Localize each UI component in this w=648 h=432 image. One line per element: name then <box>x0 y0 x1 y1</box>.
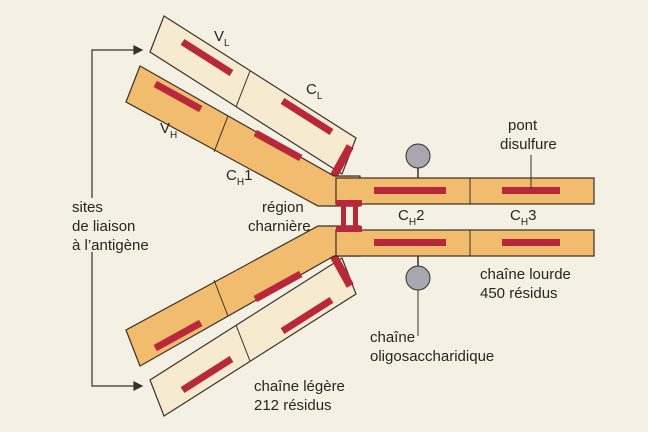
lower-oligosaccharide <box>405 265 431 291</box>
label-disulfide-bridge: pont disulfure <box>500 117 557 153</box>
label-ch1: CH1 <box>226 167 252 188</box>
lower-light-constant-bond <box>280 297 334 334</box>
label-vl: VL <box>214 28 230 49</box>
fc-stem <box>335 143 595 336</box>
lower-heavy-variable-bond <box>153 319 203 352</box>
upper-heavy-variable-bond <box>153 80 203 113</box>
lower-ch2-bond <box>374 239 446 246</box>
label-hinge-region: région charnière <box>248 199 311 235</box>
label-cl: CL <box>306 81 323 102</box>
label-ch3: CH3 <box>510 207 536 228</box>
label-light-chain: chaîne légère 212 résidus <box>254 378 349 414</box>
label-heavy-chain: chaîne lourde 450 résidus <box>480 266 575 302</box>
lower-interchain-bond <box>330 254 354 288</box>
lower-arm <box>125 225 361 417</box>
upper-oligosaccharide <box>405 143 431 169</box>
upper-interchain-bond <box>330 144 354 178</box>
label-binding-sites: sites de liaison à l’antigène <box>72 199 149 254</box>
label-vh: VH <box>160 120 177 141</box>
upper-light-constant-bond <box>280 98 334 135</box>
lower-heavy-ch1-bond <box>253 270 303 303</box>
label-oligosaccharide-chain: chaîne oligosaccharidique <box>370 329 494 365</box>
label-ch2: CH2 <box>398 207 424 228</box>
lower-light-variable-bond <box>180 356 234 393</box>
hinge-bridge-right <box>353 204 358 230</box>
hinge-bridge-left <box>341 204 346 230</box>
upper-light-variable-bond <box>180 39 234 76</box>
upper-heavy-ch1-bond <box>253 129 303 162</box>
upper-arm <box>125 15 361 207</box>
lower-ch3-bond <box>502 239 560 246</box>
upper-ch2-bond <box>374 187 446 194</box>
upper-ch3-bond <box>502 187 560 194</box>
